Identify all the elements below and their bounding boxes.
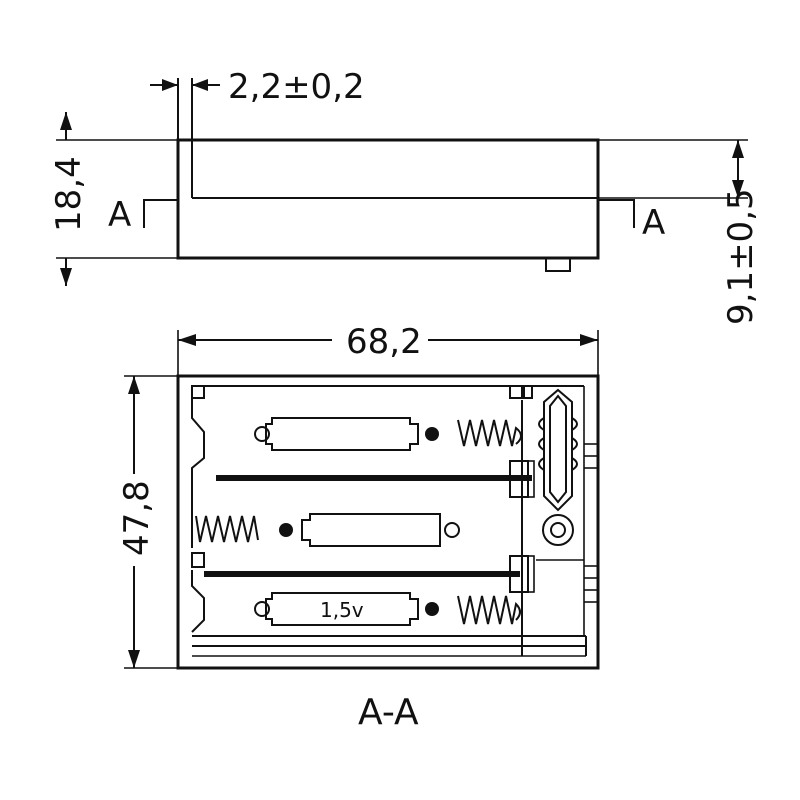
battery-cell-2	[195, 513, 460, 547]
separator-clip-1b	[527, 460, 535, 498]
corner-tab-left	[191, 385, 205, 399]
inner-wall	[191, 386, 205, 548]
height-arrow-bottom	[60, 268, 72, 286]
section-view: 68,2 47,8	[117, 322, 600, 733]
corner-tab-lower	[191, 552, 205, 568]
spring-1	[457, 419, 522, 447]
slide-switch	[538, 388, 578, 546]
width-arrow-right	[580, 334, 598, 346]
dim-height-label: 18,4	[49, 156, 89, 232]
section-marker-right	[598, 199, 635, 228]
depth-arrow-bottom	[732, 180, 744, 198]
housing-section-outline	[176, 374, 600, 670]
height-arrow-top	[60, 112, 72, 130]
dim-sec-height-label: 47,8	[117, 480, 157, 556]
housing-foot	[545, 257, 571, 272]
width-arrow-left	[178, 334, 196, 346]
inner-wall-lower	[191, 570, 205, 633]
sec-height-arrow-top	[128, 376, 140, 394]
offset-arrow-left	[162, 79, 178, 91]
section-letter-right: A	[642, 203, 665, 243]
sec-height-arrow-bottom	[128, 650, 140, 668]
cell-voltage-label: 1,5v	[320, 598, 364, 622]
separator-clip-2b	[527, 555, 535, 593]
corner-tab-mid2	[523, 385, 533, 399]
section-caption: A-A	[358, 692, 419, 733]
spring-3	[457, 595, 521, 625]
battery-cell-3: 1,5v	[254, 592, 521, 626]
dim-width-label: 68,2	[346, 322, 422, 362]
battery-cell-1	[254, 417, 522, 451]
section-letter-left: A	[108, 195, 131, 235]
side-view: 2,2±0,2 18,4 A A 9,1±0,5	[49, 67, 761, 325]
offset-arrow-right	[192, 79, 208, 91]
spring-2	[195, 515, 259, 543]
dim-offset-label: 2,2±0,2	[228, 67, 365, 107]
section-marker-left	[143, 199, 178, 228]
depth-arrow-top	[732, 140, 744, 158]
corner-tab-mid	[509, 385, 523, 399]
dim-depth-label: 9,1±0,5	[721, 188, 761, 325]
